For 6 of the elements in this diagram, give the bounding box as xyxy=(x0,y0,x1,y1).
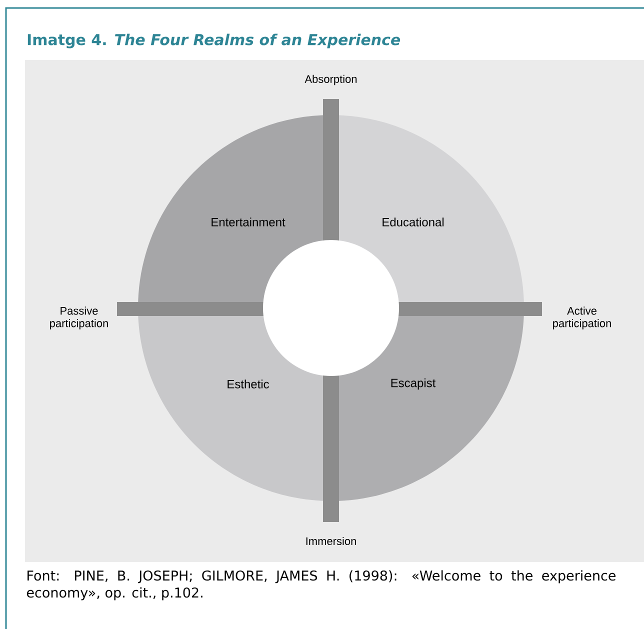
title: Imatge 4. The Four Realms of an Experience xyxy=(28,34,400,48)
axis-label: Absorption xyxy=(304,74,357,86)
axis-label: Immersion xyxy=(306,536,356,546)
axis-label: Passive participation xyxy=(50,306,108,330)
axis-label: Active participation xyxy=(553,306,611,330)
caption: Font: PINE, B. JOSEPH; GILMORE, JAMES H. (1998): «Welcome to the experience economy», op. cit., p.102. xyxy=(26,570,616,600)
